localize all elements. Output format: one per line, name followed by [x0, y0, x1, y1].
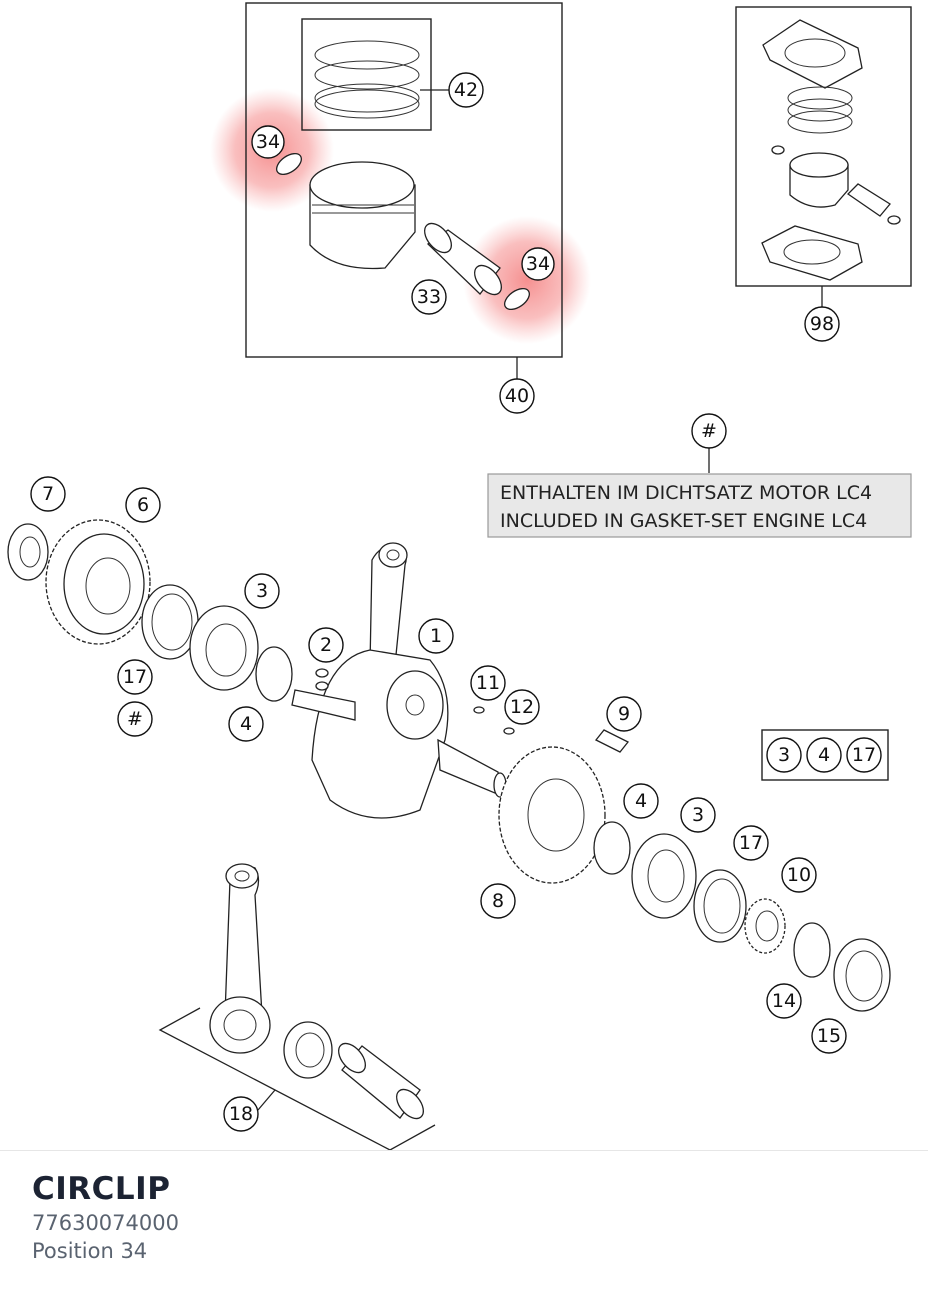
svg-text:33: 33 — [417, 286, 441, 308]
woodruff-keys-2 — [315, 668, 329, 691]
svg-text:42: 42 — [454, 79, 478, 101]
gasket-set-frame — [735, 6, 912, 287]
callout-40[interactable]: 40 — [499, 378, 535, 414]
piston-group-frame — [245, 2, 563, 358]
svg-text:12: 12 — [510, 696, 534, 718]
callout-34-left[interactable]: 34 — [251, 125, 285, 159]
note-line-english: INCLUDED IN GASKET-SET ENGINE LC4 — [500, 510, 867, 532]
callout-18[interactable]: 18 — [223, 1096, 259, 1132]
nut-10 — [744, 898, 786, 954]
svg-text:18: 18 — [229, 1103, 253, 1125]
note-box — [487, 473, 912, 538]
callout-17-right[interactable]: 17 — [733, 825, 769, 861]
note-line-german: ENTHALTEN IM DICHTSATZ MOTOR LC4 — [500, 482, 872, 504]
svg-text:17: 17 — [123, 666, 147, 688]
part-name: CIRCLIP — [32, 1171, 171, 1207]
callout-34-right[interactable]: 34 — [521, 247, 555, 281]
callout-42[interactable]: 42 — [448, 72, 484, 108]
piston-rings — [314, 40, 420, 119]
seal-17-left — [141, 584, 199, 660]
svg-text:11: 11 — [476, 672, 500, 694]
callout-hash-left[interactable]: # — [117, 701, 153, 737]
bearing-3-left — [189, 605, 259, 691]
callout-10[interactable]: 10 — [781, 857, 817, 893]
svg-text:9: 9 — [618, 703, 630, 725]
callout-kit-3[interactable]: 3 — [766, 737, 802, 773]
part-info-panel: CIRCLIP 77630074000 Position 34 — [0, 1150, 928, 1291]
leader-18 — [257, 1089, 276, 1111]
seal-17-right — [693, 869, 747, 943]
callout-15[interactable]: 15 — [811, 1018, 847, 1054]
gear-6 — [45, 519, 151, 645]
svg-text:17: 17 — [739, 832, 763, 854]
crankshaft — [291, 542, 507, 819]
piston — [309, 161, 416, 270]
callout-9[interactable]: 9 — [606, 696, 642, 732]
svg-text:34: 34 — [256, 131, 280, 153]
svg-text:#: # — [701, 420, 717, 442]
callout-14[interactable]: 14 — [766, 983, 802, 1019]
callout-hash-note[interactable]: # — [691, 413, 727, 449]
svg-text:#: # — [127, 708, 143, 730]
callout-kit-17[interactable]: 17 — [846, 737, 882, 773]
pin-9 — [594, 729, 630, 753]
exploded-parts-diagram: ENTHALTEN IM DICHTSATZ MOTOR LC4 INCLUDE… — [7, 2, 912, 1150]
svg-text:17: 17 — [852, 744, 876, 766]
svg-text:98: 98 — [810, 313, 834, 335]
svg-text:15: 15 — [817, 1025, 841, 1047]
callout-98[interactable]: 98 — [804, 306, 840, 342]
svg-text:4: 4 — [818, 744, 830, 766]
callout-7[interactable]: 7 — [30, 476, 66, 512]
circlip-14 — [793, 922, 831, 978]
svg-text:6: 6 — [137, 494, 149, 516]
svg-text:4: 4 — [635, 790, 647, 812]
nut-7 — [7, 523, 49, 581]
callout-4-left[interactable]: 4 — [228, 706, 264, 742]
callout-kit-4[interactable]: 4 — [806, 737, 842, 773]
svg-text:3: 3 — [256, 580, 268, 602]
gear-8 — [498, 746, 606, 884]
circlip-left — [275, 152, 303, 176]
callout-12[interactable]: 12 — [504, 689, 540, 725]
gasket-set-parts — [761, 19, 901, 281]
callout-3-right[interactable]: 3 — [680, 797, 716, 833]
svg-text:40: 40 — [505, 385, 529, 407]
kit-frame — [761, 729, 889, 781]
piston-ring-set-frame — [301, 18, 432, 131]
callout-11[interactable]: 11 — [470, 665, 506, 701]
callout-2[interactable]: 2 — [308, 627, 344, 663]
svg-text:3: 3 — [778, 744, 790, 766]
callout-8[interactable]: 8 — [480, 883, 516, 919]
svg-text:14: 14 — [772, 990, 796, 1012]
callout-6[interactable]: 6 — [125, 487, 161, 523]
callout-1[interactable]: 1 — [418, 618, 454, 654]
washer-15 — [833, 938, 891, 1012]
keys-11-12 — [473, 706, 515, 735]
svg-text:7: 7 — [42, 483, 54, 505]
svg-text:4: 4 — [240, 713, 252, 735]
circlip-right — [503, 287, 531, 311]
svg-text:8: 8 — [492, 890, 504, 912]
highlight-glow-34-right — [463, 216, 591, 344]
bearing-3-right — [631, 833, 697, 919]
svg-text:3: 3 — [692, 804, 704, 826]
svg-text:10: 10 — [787, 864, 811, 886]
shim-4-left — [255, 646, 293, 702]
svg-text:1: 1 — [430, 625, 442, 647]
conrod-kit — [209, 863, 424, 1120]
part-position: Position 34 — [32, 1239, 148, 1263]
svg-text:2: 2 — [320, 634, 332, 656]
piston-pin — [424, 222, 502, 296]
svg-text:34: 34 — [526, 253, 550, 275]
callout-17-left[interactable]: 17 — [117, 659, 153, 695]
shim-4-right — [593, 821, 631, 875]
callout-3-left[interactable]: 3 — [244, 573, 280, 609]
part-number: 77630074000 — [32, 1211, 179, 1235]
callout-33[interactable]: 33 — [411, 279, 447, 315]
callout-4-right[interactable]: 4 — [623, 783, 659, 819]
